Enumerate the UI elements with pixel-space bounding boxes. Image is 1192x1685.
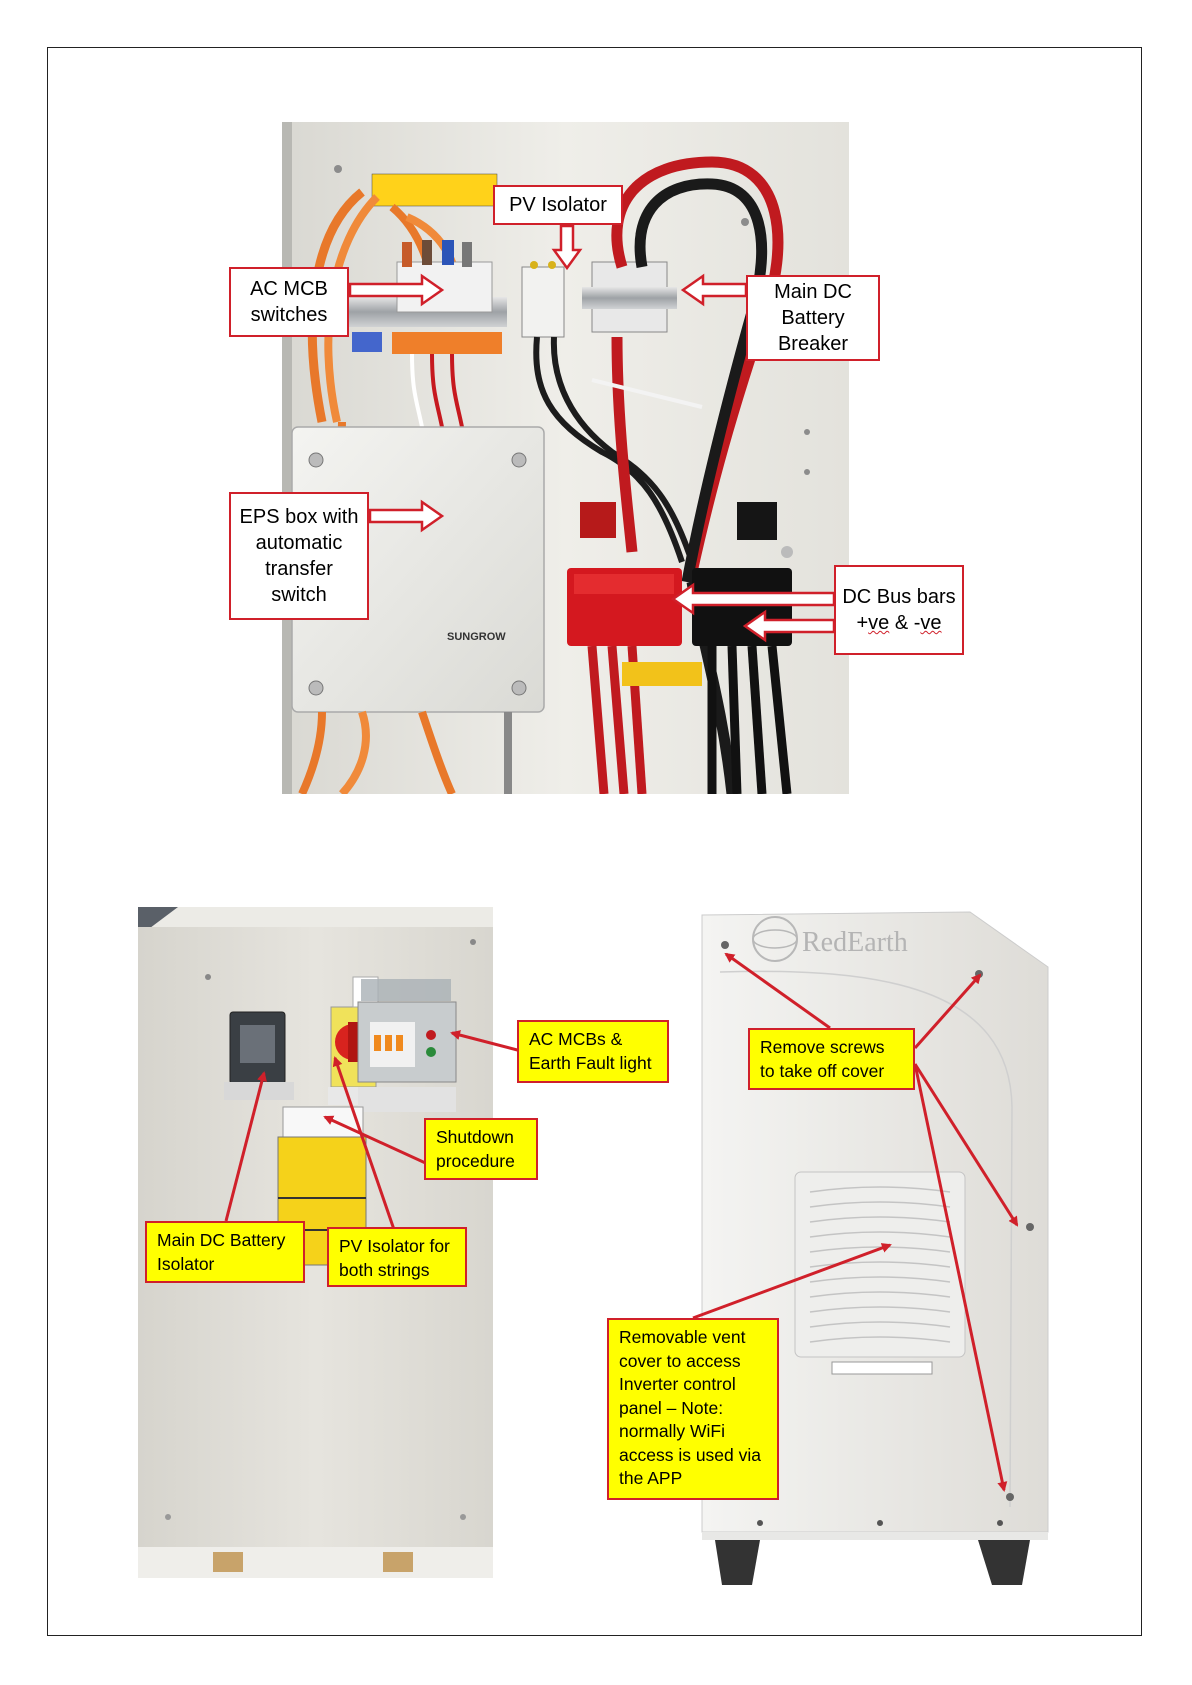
- callout-main-dc-battery-isolator: Main DC Battery Isolator: [145, 1221, 305, 1283]
- redearth-logo: RedEarth: [802, 927, 908, 958]
- callout-pv-isolator: PV Isolator: [493, 185, 623, 225]
- dc-bus-bars-line1: DC Bus bars: [842, 586, 956, 608]
- callout-main-dc-battery-breaker: Main DC Battery Breaker: [746, 275, 880, 361]
- ve-negative: ve: [920, 612, 942, 634]
- callout-eps-box: EPS box with automatic transfer switch: [229, 492, 369, 620]
- sungrow-logo: SUNGROW: [447, 631, 506, 643]
- page-border: [47, 47, 1142, 1636]
- callout-ac-mcbs-earth-fault: AC MCBs & Earth Fault light: [517, 1020, 669, 1083]
- callout-removable-vent-cover: Removable vent cover to access Inverter …: [607, 1318, 779, 1500]
- callout-pv-isolator-both-strings: PV Isolator for both strings: [327, 1227, 467, 1287]
- plus-sign: +: [856, 612, 869, 634]
- and-minus: & -: [889, 612, 921, 634]
- dc-bus-bars-line2: +ve & -ve: [856, 610, 941, 636]
- callout-remove-screws: Remove screws to take off cover: [748, 1028, 915, 1090]
- ve-positive: ve: [868, 612, 890, 634]
- callout-dc-bus-bars: DC Bus bars +ve & -ve: [834, 565, 964, 655]
- callout-shutdown-procedure: Shutdown procedure: [424, 1118, 538, 1180]
- callout-ac-mcb-switches: AC MCB switches: [229, 267, 349, 337]
